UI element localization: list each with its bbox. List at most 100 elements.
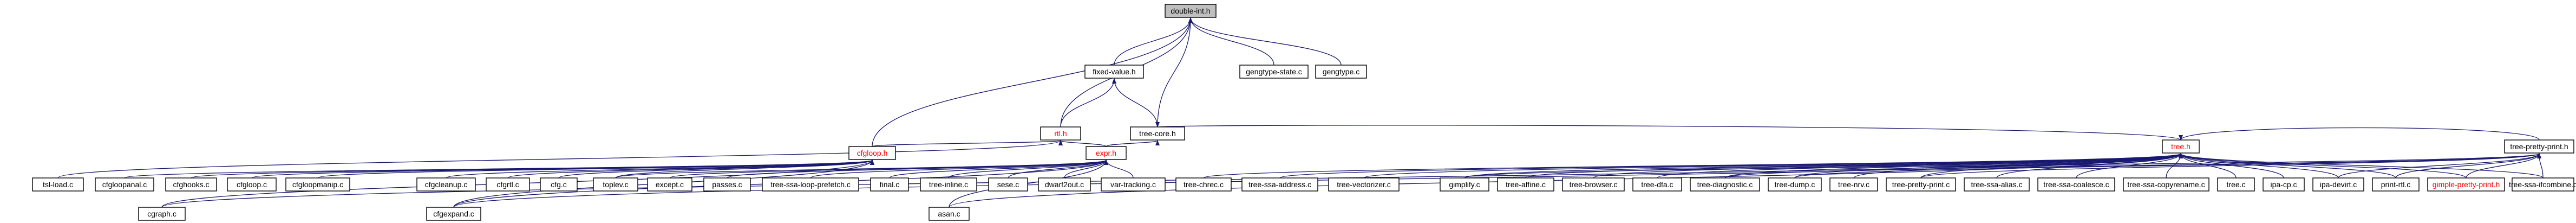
node-label: tree-diagnostic.c: [1697, 180, 1753, 189]
node-label: tree-ssa-ifcombine.c: [2509, 180, 2576, 189]
node-tree-vectorizer-c[interactable]: tree-vectorizer.c: [1328, 177, 1400, 192]
node-label: cfgloop.h: [857, 149, 888, 157]
node-double-int-h[interactable]: double-int.h: [1165, 4, 1217, 18]
node-sese-c[interactable]: sese.c: [988, 177, 1028, 192]
node-tree-h[interactable]: tree.h: [2162, 139, 2200, 154]
edge-tree-pretty-print-c-to-tree-pretty-print-h: [1920, 153, 2541, 179]
node-tree-ssa-address-c[interactable]: tree-ssa-address.c: [1241, 177, 1318, 192]
node-label: final.c: [880, 180, 900, 189]
node-tree-dfa-c[interactable]: tree-dfa.c: [1632, 177, 1682, 192]
node-tree-nrv-c[interactable]: tree-nrv.c: [1829, 177, 1878, 192]
node-asan-c[interactable]: asan.c: [929, 207, 970, 221]
node-cfgcleanup-c[interactable]: cfgcleanup.c: [416, 177, 476, 192]
edge-ipa-devirt-c-to-tree-pretty-print-h: [2338, 153, 2541, 179]
node-label: tsl-load.c: [43, 180, 73, 189]
node-tree-ssa-ifcombine-c[interactable]: tree-ssa-ifcombine.c: [2509, 177, 2576, 192]
node-ipa-devirt-c[interactable]: ipa-devirt.c: [2312, 177, 2364, 192]
node-label: expr.h: [1096, 149, 1116, 157]
node-toplev-c[interactable]: toplev.c: [593, 177, 638, 192]
node-label: fixed-value.h: [1093, 67, 1135, 76]
node-expr-h[interactable]: expr.h: [1086, 146, 1127, 160]
edge-cgraph-c-to-tree-h: [161, 153, 2183, 208]
node-gimple-pretty-print-h[interactable]: gimple-pretty-print.h: [2427, 177, 2505, 192]
node-cfg-c[interactable]: cfg.c: [540, 177, 578, 192]
node-label: tree-ssa-alias.c: [1971, 180, 2023, 189]
edge-tsl-load-c-to-rtl-h: [57, 140, 1063, 179]
node-var-tracking-c[interactable]: var-tracking.c: [1101, 177, 1166, 192]
node-label: tree-pretty-print.h: [2510, 142, 2568, 151]
edge-tree-core-h-to-double-int-h: [1157, 17, 1193, 128]
node-tree-pretty-print-c[interactable]: tree-pretty-print.c: [1886, 177, 1956, 192]
node-label: except.c: [656, 180, 684, 189]
node-tree-affine-c[interactable]: tree-affine.c: [1497, 177, 1554, 192]
node-dwarf2out-c[interactable]: dwarf2out.c: [1038, 177, 1091, 192]
node-label: gimplify.c: [1449, 180, 1480, 189]
node-gengtype-state-c[interactable]: gengtype-state.c: [1239, 65, 1309, 79]
node-label: cfg.c: [551, 180, 567, 189]
node-label: gengtype-state.c: [1246, 67, 1302, 76]
edge-cfg-c-to-cfgloop-h: [558, 160, 874, 179]
edge-tree-ssa-loop-prefetch-c-to-expr-h: [810, 160, 1108, 179]
node-gimplify-c[interactable]: gimplify.c: [1440, 177, 1489, 192]
node-label: tree-nrv.c: [1838, 180, 1869, 189]
node-label: sese.c: [997, 180, 1019, 189]
node-rtl-h[interactable]: rtl.h: [1040, 126, 1081, 141]
node-tree-pretty-print-h[interactable]: tree-pretty-print.h: [2504, 139, 2574, 154]
node-tsl-load-c[interactable]: tsl-load.c: [32, 177, 84, 192]
node-tree-diagnostic-c[interactable]: tree-diagnostic.c: [1690, 177, 1760, 192]
edge-gengtype-state-c-to-double-int-h: [1188, 17, 1274, 66]
node-label: passes.c: [712, 180, 742, 189]
node-except-c[interactable]: except.c: [647, 177, 692, 192]
node-label: tree-pretty-print.c: [1892, 180, 1950, 189]
file-nodes: double-int.h gengtype-state.c gengtype.c…: [32, 4, 2576, 221]
node-label: tree-inline.c: [929, 180, 968, 189]
edge-print-rtl-c-to-tree-h: [2179, 153, 2396, 179]
node-label: gimple-pretty-print.h: [2433, 180, 2500, 189]
node-gengtype-c[interactable]: gengtype.c: [1315, 65, 1367, 79]
node-tree-ssa-alias-c[interactable]: tree-ssa-alias.c: [1964, 177, 2030, 192]
node-label: tree-ssa-loop-prefetch.c: [770, 180, 851, 189]
edge-gimple-pretty-print-h-to-tree-pretty-print-h: [2466, 153, 2541, 179]
node-fixed-value-h[interactable]: fixed-value.h: [1084, 65, 1144, 79]
node-ipa-cp-c[interactable]: ipa-cp.c: [2263, 177, 2305, 192]
node-label: tree-core.h: [1139, 129, 1176, 138]
node-cfgloop-c[interactable]: cfgloop.c: [227, 177, 277, 192]
node-tree-ssa-coalesce-c[interactable]: tree-ssa-coalesce.c: [2037, 177, 2115, 192]
edge-expr-h-to-tree-core-h: [1106, 140, 1160, 147]
node-cfgexpand-c[interactable]: cfgexpand.c: [426, 207, 481, 221]
edge-gengtype-c-to-double-int-h: [1188, 17, 1342, 66]
node-tree-inline-c[interactable]: tree-inline.c: [920, 177, 977, 192]
node-tree-core-h[interactable]: tree-core.h: [1130, 126, 1185, 141]
node-tree-dump-c[interactable]: tree-dump.c: [1768, 177, 1822, 192]
node-cfgloopmanip-c[interactable]: cfgloopmanip.c: [285, 177, 350, 192]
node-cfghooks-c[interactable]: cfghooks.c: [165, 177, 217, 192]
node-label: tree-ssa-coalesce.c: [2043, 180, 2109, 189]
edge-tree-core-h-to-fixed-value-h: [1112, 78, 1158, 128]
node-label: tree.c: [2226, 180, 2245, 189]
node-tree-c[interactable]: tree.c: [2217, 177, 2255, 192]
edge-tree-h-to-tree-core-h: [1156, 122, 2181, 141]
node-tree-ssa-copyrename-c[interactable]: tree-ssa-copyrename.c: [2123, 177, 2209, 192]
edge-ipa-devirt-c-to-tree-h: [2179, 153, 2339, 179]
node-label: cfghooks.c: [173, 180, 210, 189]
edge-tree-pretty-print-c-to-tree-h: [1920, 153, 2183, 179]
node-final-c[interactable]: final.c: [870, 177, 909, 192]
node-label: cfgexpand.c: [433, 209, 474, 218]
node-cfgloopanal-c[interactable]: cfgloopanal.c: [95, 177, 154, 192]
node-label: var-tracking.c: [1110, 180, 1156, 189]
node-cgraph-c[interactable]: cgraph.c: [138, 207, 186, 221]
node-label: asan.c: [938, 209, 960, 218]
node-print-rtl-c[interactable]: print-rtl.c: [2372, 177, 2420, 192]
node-label: cfgrtl.c: [496, 180, 519, 189]
edge-sese-c-to-expr-h: [1008, 160, 1108, 179]
node-label: tree-chrec.c: [1184, 180, 1224, 189]
node-passes-c[interactable]: passes.c: [703, 177, 751, 192]
node-tree-chrec-c[interactable]: tree-chrec.c: [1175, 177, 1232, 192]
node-label: double-int.h: [1171, 7, 1210, 15]
edge-tree-inline-c-to-expr-h: [948, 160, 1108, 179]
node-cfgrtl-c[interactable]: cfgrtl.c: [486, 177, 530, 192]
node-tree-ssa-loop-prefetch-c[interactable]: tree-ssa-loop-prefetch.c: [762, 177, 859, 192]
node-tree-browser-c[interactable]: tree-browser.c: [1562, 177, 1625, 192]
node-cfgloop-h[interactable]: cfgloop.h: [848, 146, 896, 160]
